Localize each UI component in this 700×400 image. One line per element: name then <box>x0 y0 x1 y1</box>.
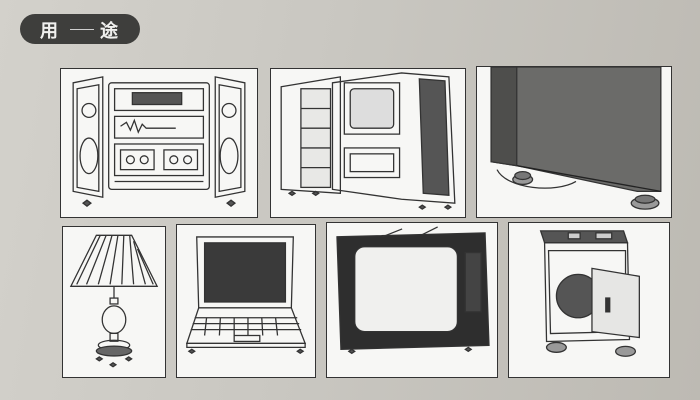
panel-appliance-feet <box>476 66 672 218</box>
panel-table-lamp <box>62 226 166 378</box>
header-char-2: 途 <box>100 21 118 42</box>
washing-machine-icon <box>539 230 640 357</box>
panel-television <box>326 222 498 378</box>
header-char-1: 用 <box>40 21 58 42</box>
television-icon <box>336 226 490 355</box>
panel-stereo-system <box>60 68 258 218</box>
tv-cabinet-icon <box>280 72 456 210</box>
laptop-icon <box>185 236 307 355</box>
table-lamp-icon <box>69 234 159 368</box>
stereo-system-icon <box>72 76 246 207</box>
panel-washing-machine <box>508 222 670 378</box>
header-dash <box>70 29 94 30</box>
panel-tv-cabinet <box>270 68 466 218</box>
section-header: 用 途 <box>20 14 140 44</box>
panel-laptop <box>176 224 316 378</box>
appliance-feet-icon <box>490 67 662 210</box>
